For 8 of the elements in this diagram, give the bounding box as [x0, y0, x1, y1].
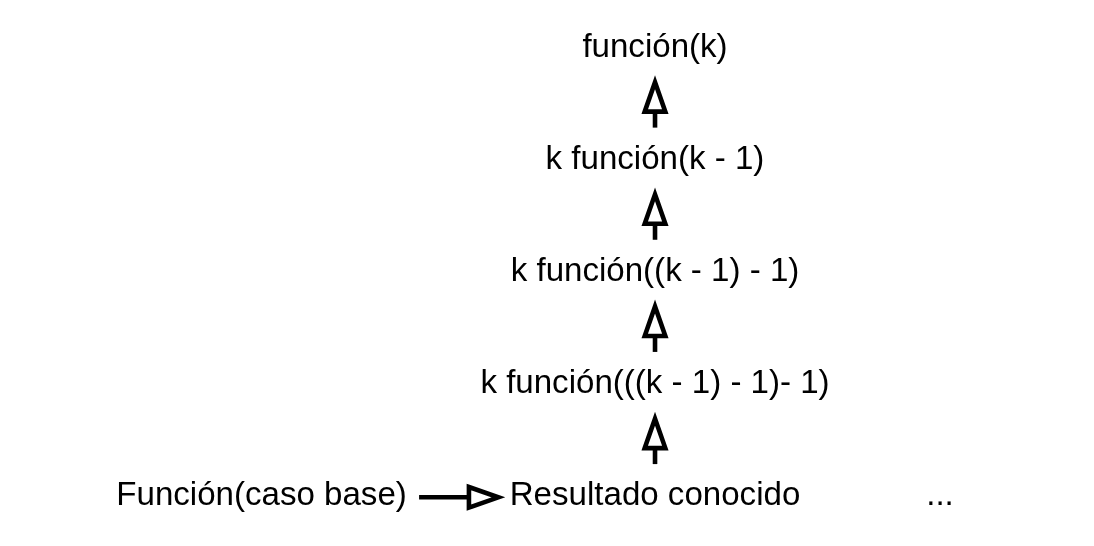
- node-text: k función((k - 1) - 1): [510, 251, 800, 289]
- node-text: Función(caso base): [116, 475, 407, 513]
- node-text: k función(k - 1): [545, 138, 765, 176]
- label: ...: [926, 475, 954, 513]
- arrow: [419, 483, 506, 511]
- node-text: k función(((k - 1) - 1)- 1): [480, 363, 830, 401]
- node-text: función(k): [582, 26, 728, 64]
- node-text: Resultado conocido: [509, 475, 801, 513]
